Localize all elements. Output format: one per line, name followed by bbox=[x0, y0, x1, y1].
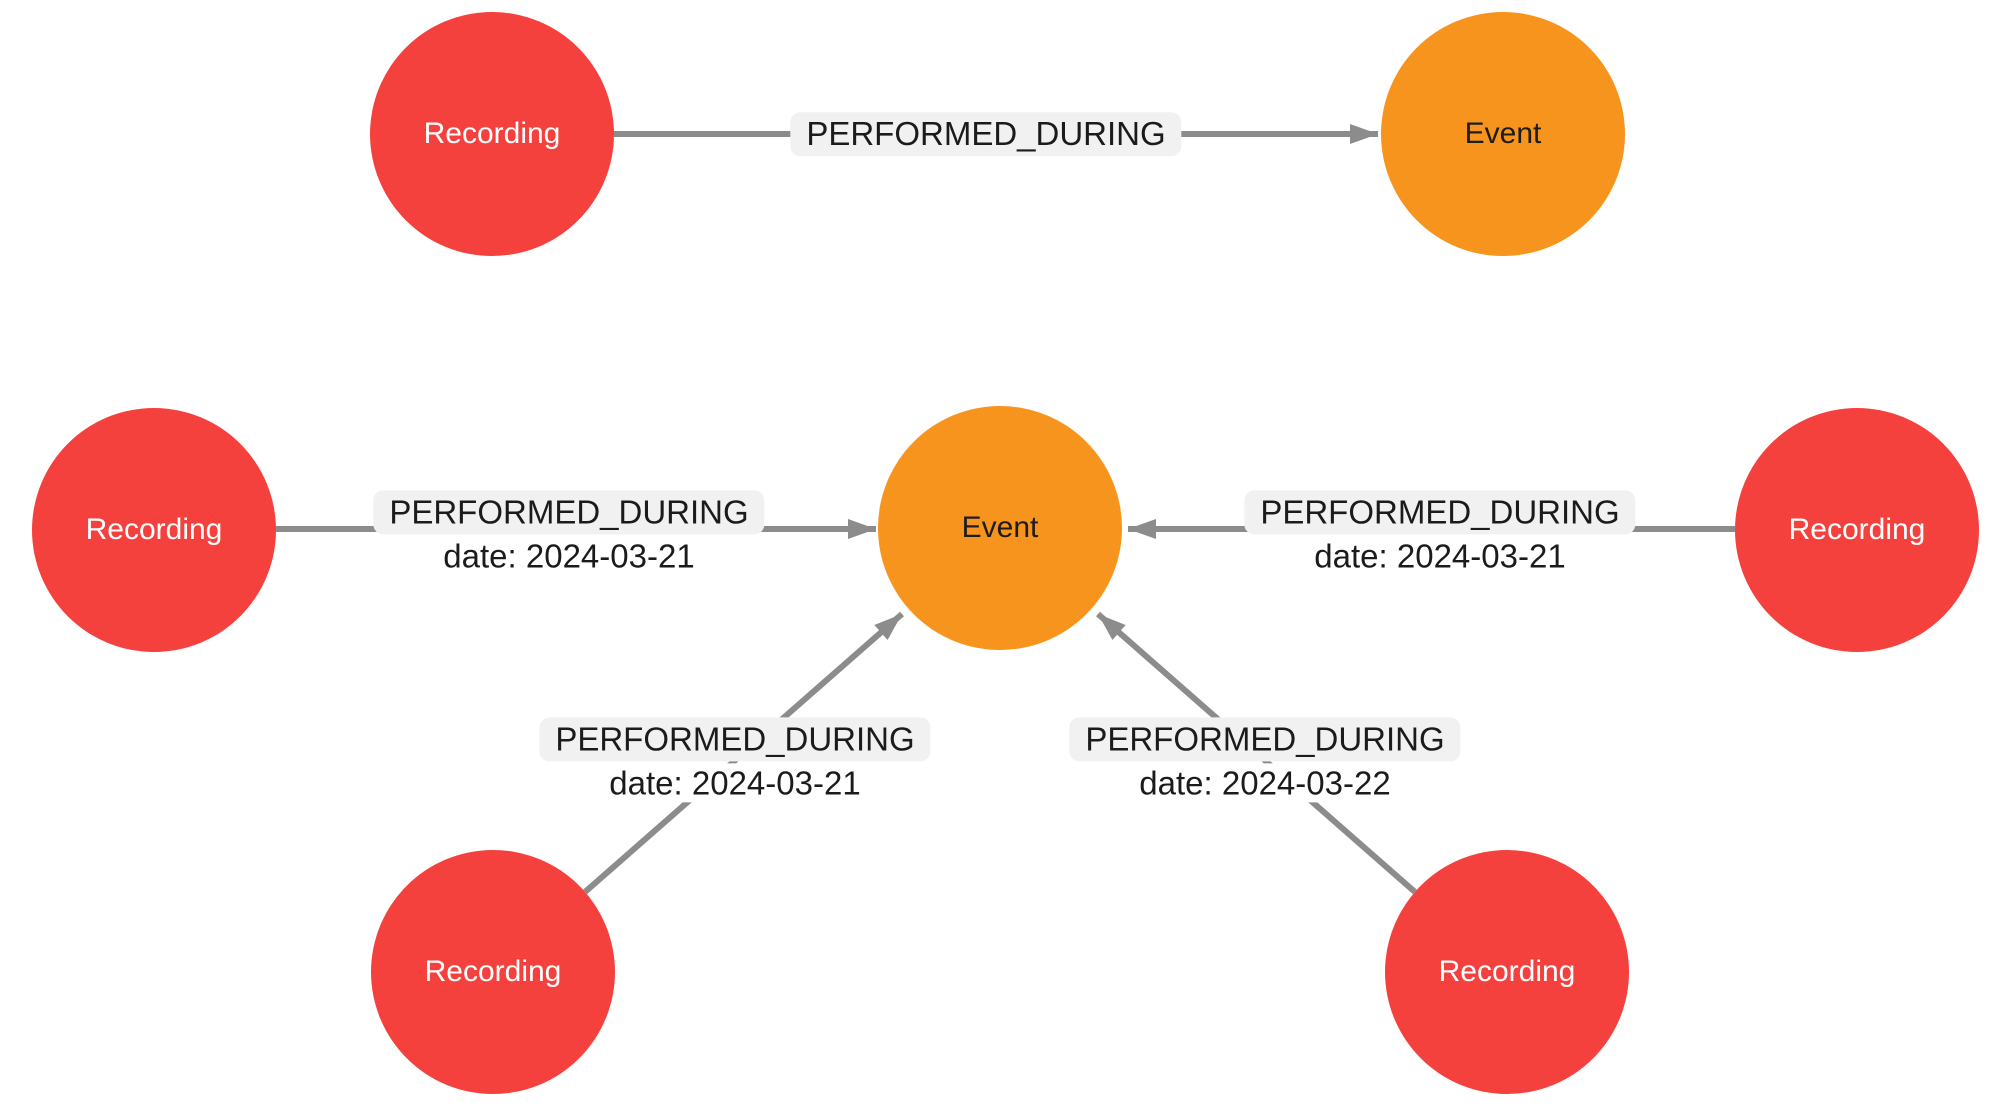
relationship-label: PERFORMED_DURING bbox=[539, 717, 931, 761]
node-label: Recording bbox=[1438, 955, 1576, 988]
node-label: Recording bbox=[423, 117, 561, 150]
node-recording-top[interactable]: Recording bbox=[370, 12, 614, 256]
relationship-label: PERFORMED_DURING bbox=[1244, 490, 1636, 534]
edge-label-group-mid-left: PERFORMED_DURING date: 2024-03-21 bbox=[373, 490, 765, 576]
edge-label-group-top: PERFORMED_DURING bbox=[790, 112, 1182, 156]
relationship-property: date: 2024-03-21 bbox=[599, 763, 871, 803]
edge-label-group-bottom-left: PERFORMED_DURING date: 2024-03-21 bbox=[539, 717, 931, 803]
node-recording-mid-right[interactable]: Recording bbox=[1735, 408, 1979, 652]
node-recording-mid-left[interactable]: Recording bbox=[32, 408, 276, 652]
relationship-property: date: 2024-03-22 bbox=[1129, 763, 1401, 803]
node-event-top[interactable]: Event bbox=[1381, 12, 1625, 256]
relationship-property: date: 2024-03-21 bbox=[433, 536, 705, 576]
relationship-label: PERFORMED_DURING bbox=[1069, 717, 1461, 761]
node-label: Event bbox=[1464, 117, 1542, 150]
edge-label-group-mid-right: PERFORMED_DURING date: 2024-03-21 bbox=[1244, 490, 1636, 576]
node-label: Recording bbox=[424, 955, 562, 988]
relationship-property: date: 2024-03-21 bbox=[1304, 536, 1576, 576]
node-recording-bottom-right[interactable]: Recording bbox=[1385, 850, 1629, 1094]
node-label: Recording bbox=[85, 513, 223, 546]
node-label: Event bbox=[961, 511, 1039, 544]
node-recording-bottom-left[interactable]: Recording bbox=[371, 850, 615, 1094]
node-event-center[interactable]: Event bbox=[878, 406, 1122, 650]
edge-label-group-bottom-right: PERFORMED_DURING date: 2024-03-22 bbox=[1069, 717, 1461, 803]
relationship-label: PERFORMED_DURING bbox=[373, 490, 765, 534]
relationship-label: PERFORMED_DURING bbox=[790, 112, 1182, 156]
node-label: Recording bbox=[1788, 513, 1926, 546]
